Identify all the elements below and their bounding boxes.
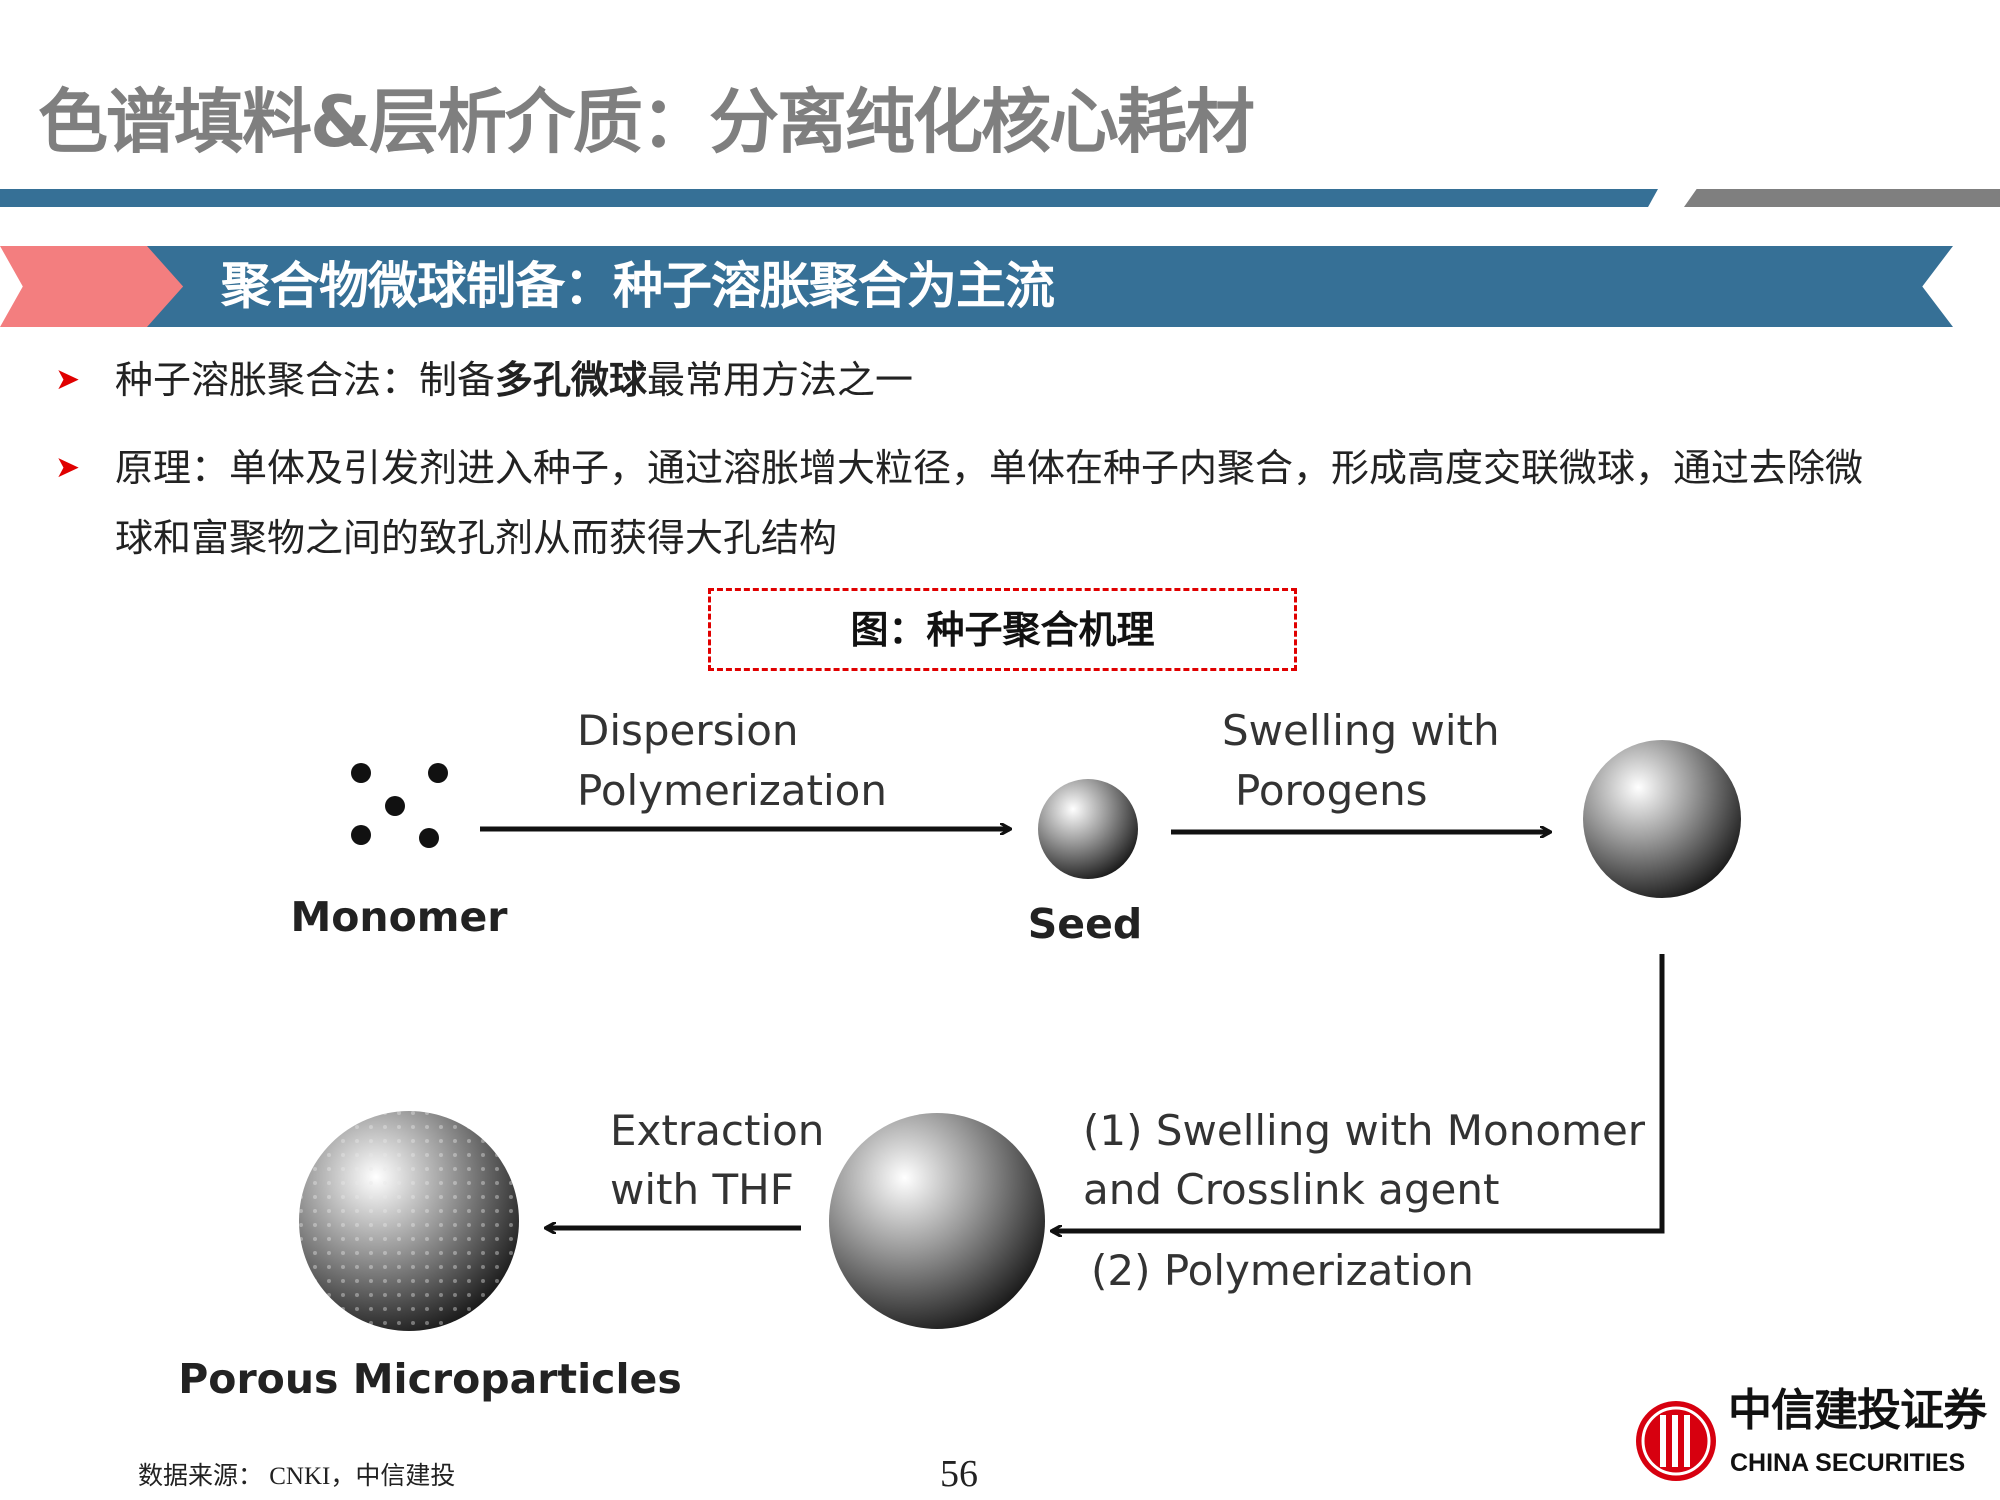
- bullet-1-text: 种子溶胀聚合法：制备: [115, 358, 496, 402]
- section-banner: [147, 246, 1953, 327]
- seed-sphere: [1038, 779, 1138, 879]
- bullet-1-bold: 多孔微球: [495, 358, 648, 402]
- step2-label: (2) Polymerization: [1091, 1246, 1474, 1295]
- bullet-2-line1: 原理：单体及引发剂进入种子，通过溶胀增大粒径，单体在种子内聚合，形成高度交联微球…: [115, 446, 1864, 490]
- step1-label-b: and Crosslink agent: [1083, 1165, 1499, 1214]
- dispersion-label-1: Dispersion: [577, 706, 799, 755]
- dispersion-label-2: Polymerization: [577, 766, 887, 815]
- extraction-label-1: Extraction: [610, 1106, 824, 1155]
- monomer-dot: [385, 796, 405, 816]
- step1-label-a: (1) Swelling with Monomer: [1083, 1106, 1646, 1155]
- bullet-arrow-icon: ➤: [55, 450, 81, 485]
- bullet-arrow-icon: ➤: [55, 362, 81, 397]
- extraction-label-2: with THF: [610, 1165, 794, 1214]
- porous-sphere-pores: [299, 1111, 519, 1331]
- bullet-1: 种子溶胀聚合法：制备多孔微球最常用方法之一: [115, 357, 913, 403]
- swelling-label-2: Porogens: [1235, 766, 1428, 815]
- figure-caption-box: 图：种子聚合机理: [708, 588, 1297, 671]
- monomer-dot: [351, 763, 371, 783]
- page-title: 色谱填料&层析介质：分离纯化核心耗材: [38, 81, 1255, 163]
- data-source: 数据来源： CNKI，中信建投: [138, 1463, 456, 1490]
- swollen-sphere: [1583, 740, 1741, 898]
- header-divider-blue: [0, 189, 1658, 207]
- monomer-dots: [351, 763, 448, 848]
- section-banner-chevron: [0, 246, 190, 327]
- bullet-1-text-end: 最常用方法之一: [647, 358, 914, 402]
- figure-caption: 图：种子聚合机理: [850, 607, 1155, 652]
- crosslinked-sphere: [829, 1113, 1045, 1329]
- header-divider-gray: [1684, 189, 2000, 207]
- seed-label: Seed: [1028, 900, 1143, 948]
- porous-label: Porous Microparticles: [178, 1355, 681, 1403]
- section-title: 聚合物微球制备：种子溶胀聚合为主流: [221, 257, 1055, 315]
- swelling-label-1: Swelling with: [1222, 706, 1500, 755]
- logo-chinese: 中信建投证券: [1728, 1385, 1987, 1436]
- monomer-dot: [428, 763, 448, 783]
- bullet-2-line2: 球和富聚物之间的致孔剂从而获得大孔结构: [115, 516, 838, 560]
- arrow-polymerization: [1052, 954, 1665, 1231]
- monomer-dot: [419, 828, 439, 848]
- page-number: 56: [940, 1453, 978, 1495]
- monomer-label: Monomer: [290, 893, 508, 941]
- logo-mark-icon: [1636, 1401, 1716, 1481]
- logo-english: CHINA SECURITIES: [1730, 1449, 1966, 1477]
- monomer-dot: [351, 825, 371, 845]
